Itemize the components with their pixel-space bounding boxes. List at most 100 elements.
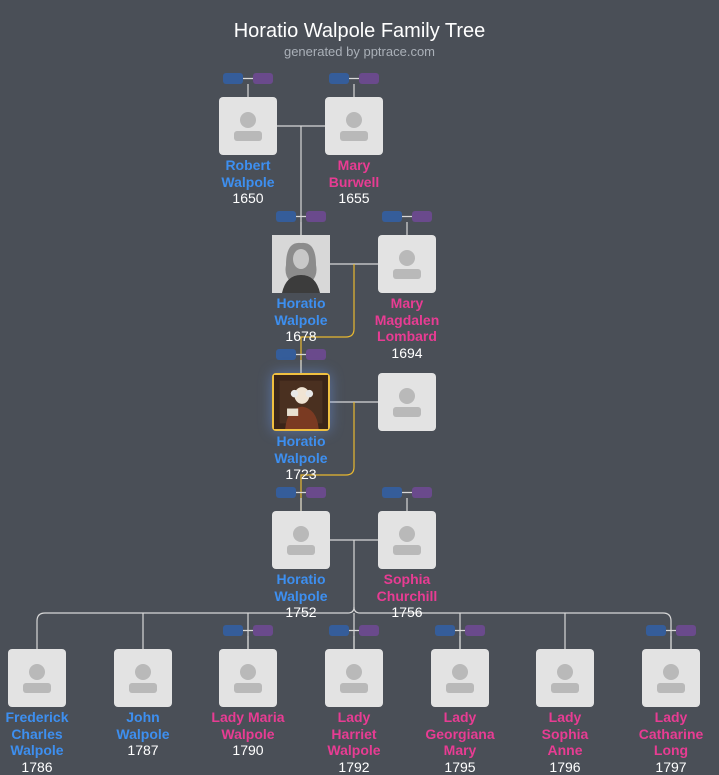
person-card[interactable] [642,649,700,707]
birth-year: 1678 [285,328,317,344]
sibling-bracket-right [353,606,672,649]
person-card[interactable] [8,649,66,707]
birth-year: 1752 [285,604,317,620]
birth-year: 1723 [285,466,317,482]
birth-year: 1795 [444,758,476,775]
person-name-line: Georgiana [425,725,495,742]
person-card[interactable] [378,235,436,293]
person-name-line: Horatio [276,571,326,587]
person-name-line: Mary [443,742,477,758]
person-name-line: Walpole [274,587,328,604]
show-father-toggle[interactable] [382,211,402,222]
show-father-toggle[interactable] [329,73,349,84]
show-mother-toggle[interactable] [359,625,379,636]
show-father-toggle[interactable] [276,211,296,222]
person-name-line: Catharine [638,725,704,742]
show-mother-toggle[interactable] [676,625,696,636]
show-mother-toggle[interactable] [306,211,326,222]
person-card[interactable] [272,511,330,569]
person-name-line: Walpole [327,742,381,758]
person-name-line: Long [653,742,689,758]
page-subtitle: generated by pptrace.com [283,44,436,59]
person-card[interactable] [536,649,594,707]
show-father-toggle[interactable] [223,625,243,636]
birth-year: 1790 [232,742,264,758]
lineage-line [300,264,355,373]
person-name-line: Charles [11,725,63,742]
show-mother-toggle[interactable] [359,73,379,84]
birth-year: 1787 [127,742,159,758]
person-name-line: Anne [547,742,583,758]
person-card[interactable] [325,649,383,707]
birth-year: 1792 [338,758,370,775]
person-name-line: Walpole [274,449,328,466]
birth-year: 1756 [391,604,423,620]
show-father-toggle[interactable] [435,625,455,636]
person-name-line: Walpole [116,725,170,742]
person-card[interactable] [219,97,277,155]
person-name-line: Lady [548,709,582,725]
person-name-line: Harriet [331,725,377,742]
show-father-toggle[interactable] [276,487,296,498]
show-father-toggle[interactable] [223,73,243,84]
person-portrait-card[interactable] [272,235,330,293]
person-card[interactable] [219,649,277,707]
person-name-line: Lady [654,709,688,725]
person-name-line: Churchill [376,587,438,604]
person-name-line: Lady [443,709,477,725]
person-name-line: Magdalen [374,311,440,328]
show-mother-toggle[interactable] [306,349,326,360]
show-mother-toggle[interactable] [465,625,485,636]
person-card[interactable] [378,511,436,569]
birth-year: 1786 [21,758,53,775]
show-mother-toggle[interactable] [253,625,273,636]
show-mother-toggle[interactable] [253,73,273,84]
show-mother-toggle[interactable] [306,487,326,498]
birth-year: 1655 [338,190,370,206]
person-name-line: Frederick [5,709,69,725]
person-portrait-card[interactable] [272,373,330,431]
person-name-line: Burwell [328,173,380,190]
person-name-line: Walpole [274,311,328,328]
show-father-toggle[interactable] [329,625,349,636]
page-title: Horatio Walpole Family Tree [233,20,486,42]
person-card[interactable] [431,649,489,707]
show-father-toggle[interactable] [382,487,402,498]
show-father-toggle[interactable] [276,349,296,360]
show-mother-toggle[interactable] [412,211,432,222]
person-card[interactable] [114,649,172,707]
person-name-line: Lady Maria [211,709,285,725]
person-name-line: Horatio [276,295,326,311]
person-name-line: John [126,709,160,725]
show-mother-toggle[interactable] [412,487,432,498]
lineage-line [300,402,355,511]
birth-year: 1650 [232,190,264,206]
birth-year: 1694 [391,344,423,361]
person-name-line: Sophia [383,571,431,587]
person-name-line: Walpole [221,173,275,190]
person-name-line: Mary [337,157,371,173]
person-name-line: Mary [390,295,424,311]
person-card[interactable] [378,373,436,431]
birth-year: 1797 [655,758,687,775]
person-name-line: Lombard [377,328,437,344]
show-father-toggle[interactable] [646,625,666,636]
person-card[interactable] [325,97,383,155]
person-name-line: Lady [337,709,371,725]
person-name-line: Horatio [276,433,326,449]
